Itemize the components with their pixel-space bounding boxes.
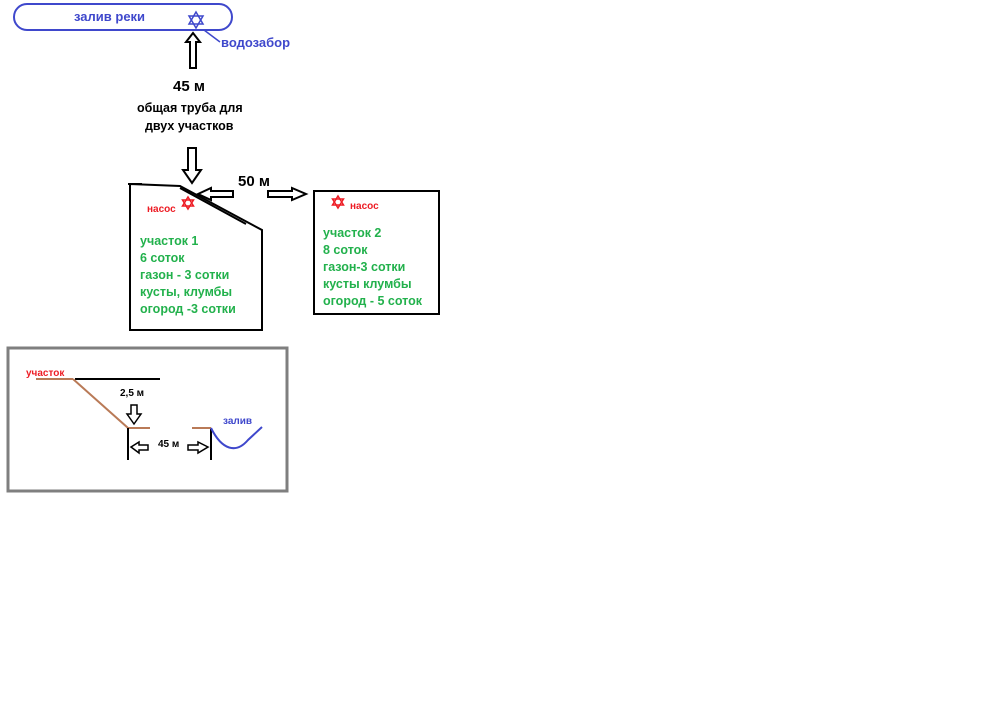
profile-frame xyxy=(6,346,289,493)
profile-arrow-left xyxy=(129,440,149,455)
plot-2-line-5: огород - 5 соток xyxy=(323,294,423,308)
profile-height-label: 2,5 м xyxy=(120,388,144,399)
water-intake-icon xyxy=(187,10,205,30)
plot-1-line-2: 6 соток xyxy=(140,251,185,265)
profile-arrow-down xyxy=(125,404,143,426)
arrow-down-to-plot1 xyxy=(181,147,203,185)
arrow-right-to-plot2 xyxy=(267,186,309,202)
pipe-section: 45 м общая труба для двух участков 50 м xyxy=(137,31,309,202)
plot-1-line-4: кусты, клумбы xyxy=(140,285,232,299)
profile-bay-water xyxy=(210,426,263,450)
pipe-note-line-1: общая труба для xyxy=(137,101,243,115)
plot-1: насос участок 1 6 соток газон - 3 сотки … xyxy=(128,183,263,331)
profile-slope xyxy=(72,378,129,429)
profile-bay-label: залив xyxy=(223,416,252,427)
profile-plot-label: участок xyxy=(26,368,65,379)
profile-arrow-right xyxy=(187,440,210,455)
pipe-note-line-2: двух участков xyxy=(145,119,234,133)
arrow-up-to-intake xyxy=(183,31,203,69)
plot-1-line-1: участок 1 xyxy=(140,234,198,248)
plot-2-line-1: участок 2 xyxy=(323,226,381,240)
plot-1-outline xyxy=(129,183,263,331)
plot-1-line-3: газон - 3 сотки xyxy=(140,268,229,282)
plot-2-line-2: 8 соток xyxy=(323,243,368,257)
plot-1-pump-icon xyxy=(181,195,195,211)
plot-1-pipe-line xyxy=(179,187,247,225)
plot-2-line-4: кусты клумбы xyxy=(323,277,412,291)
plot-2-pump-icon xyxy=(331,194,345,210)
river-bay-label: залив реки xyxy=(74,9,145,24)
elevation-profile: участок 2,5 м 45 м залив xyxy=(6,346,289,493)
profile-distance-label: 45 м xyxy=(158,439,179,450)
arrow-left-from-pump xyxy=(195,186,234,202)
between-plots-distance-label: 50 м xyxy=(238,173,270,190)
plot-1-pump-label: насос xyxy=(147,204,176,215)
plot-2-outline xyxy=(313,190,440,315)
pipe-distance-label: 45 м xyxy=(173,78,205,95)
plot-2: насос участок 2 8 соток газон-3 сотки ку… xyxy=(313,190,440,315)
river-bay: залив реки водозабор xyxy=(13,3,290,50)
water-intake-leader-line xyxy=(203,29,221,43)
plot-2-line-3: газон-3 сотки xyxy=(323,260,405,274)
river-bay-outline xyxy=(13,3,233,31)
plot-2-pump-label: насос xyxy=(350,201,379,212)
water-intake-label: водозабор xyxy=(221,35,290,50)
plot-1-line-5: огород -3 сотки xyxy=(140,302,236,316)
